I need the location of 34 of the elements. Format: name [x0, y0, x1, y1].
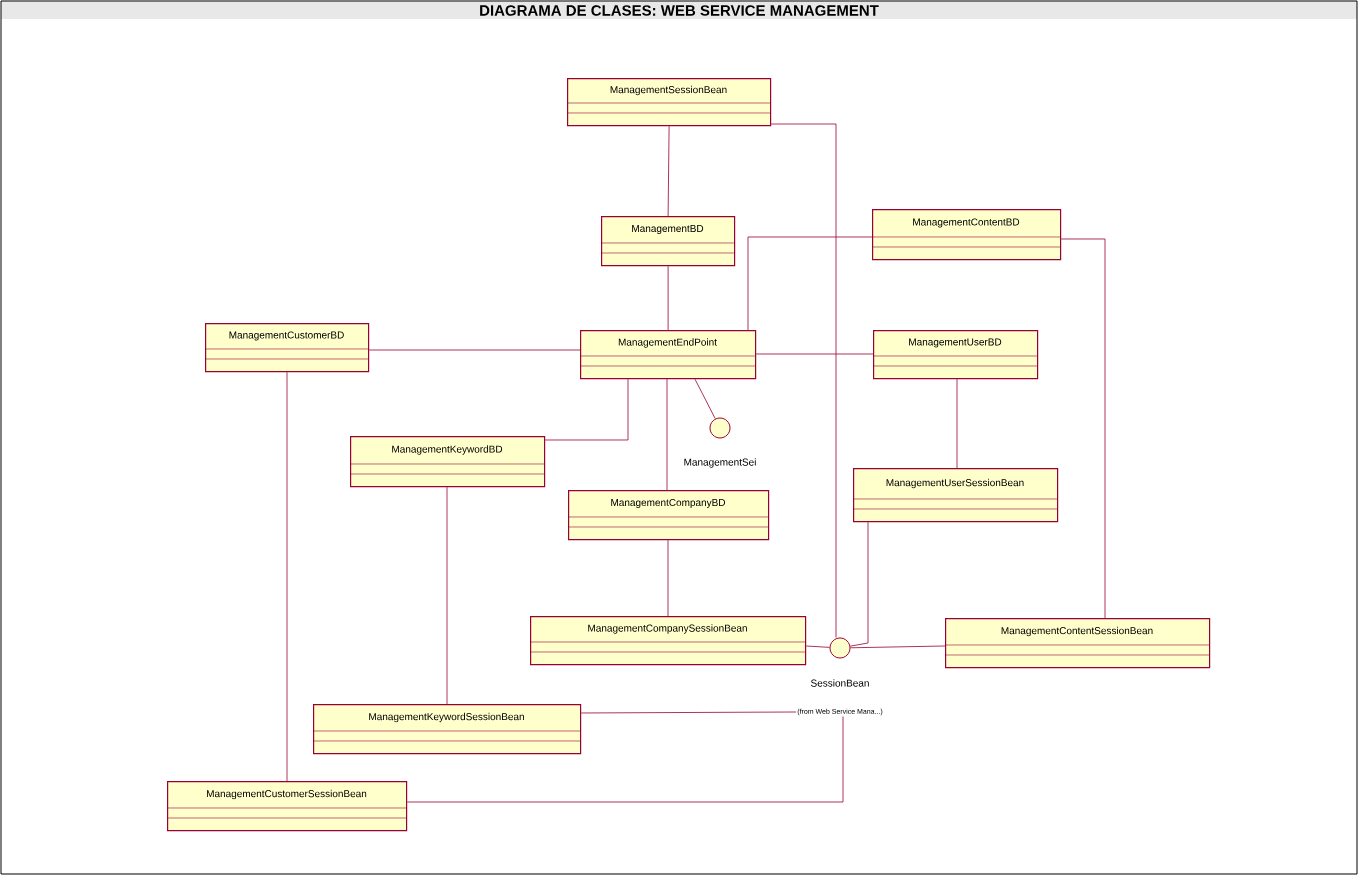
- association-line: [666, 378, 668, 491]
- association-line: [667, 125, 670, 217]
- class-box: ManagementCompanyBD: [567, 490, 770, 541]
- association-line: [755, 353, 874, 355]
- association-line: [770, 123, 837, 638]
- class-box: ManagementBD: [600, 216, 736, 267]
- association-line: [406, 716, 844, 803]
- class-box: ManagementSessionBean: [566, 78, 772, 127]
- association-line: [747, 236, 873, 331]
- class-box: ManagementContentBD: [871, 209, 1062, 261]
- interface-label: ManagementSei: [684, 458, 756, 468]
- class-box: ManagementCustomerSessionBean: [166, 781, 408, 832]
- class-box: ManagementUserBD: [872, 330, 1039, 380]
- association-line: [849, 521, 869, 647]
- association-line: [286, 371, 288, 782]
- class-box: ManagementKeywordSessionBean: [312, 704, 582, 755]
- association-line: [850, 645, 946, 649]
- association-line: [446, 486, 448, 705]
- association-line: [544, 378, 629, 441]
- association-line: [667, 539, 669, 617]
- class-box: ManagementUserSessionBean: [852, 468, 1059, 523]
- association-line: [580, 711, 797, 714]
- class-box: ManagementKeywordBD: [349, 436, 546, 488]
- class-box: ManagementEndPoint: [579, 330, 757, 380]
- association-line: [956, 378, 958, 469]
- association-line: [1060, 238, 1106, 619]
- class-box: ManagementCompanySessionBean: [529, 616, 807, 666]
- association-line: [694, 378, 716, 420]
- class-box: ManagementContentSessionBean: [944, 618, 1211, 669]
- association-line: [667, 265, 669, 331]
- class-box: ManagementCustomerBD: [204, 323, 370, 373]
- interface-label: SessionBean: [811, 679, 869, 687]
- association-line: [368, 349, 581, 351]
- association-line: [805, 645, 830, 648]
